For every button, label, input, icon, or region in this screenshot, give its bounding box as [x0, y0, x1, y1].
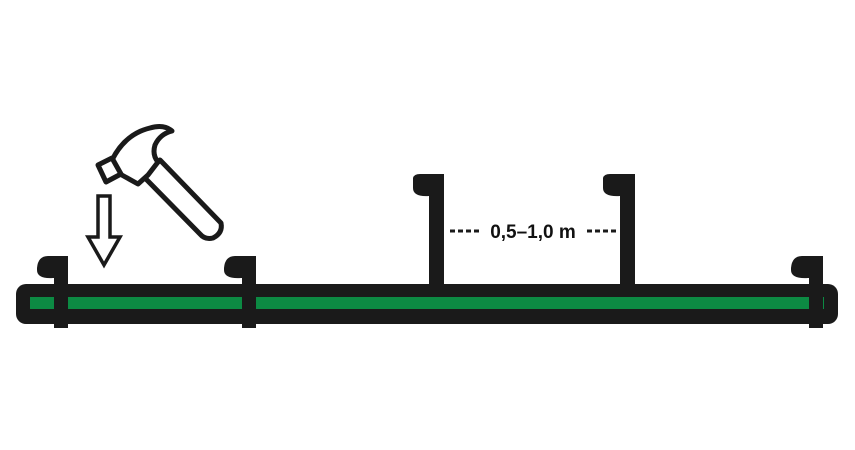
hammer-face — [95, 155, 124, 185]
short-stake-1 — [37, 256, 68, 328]
short-stake-3 — [791, 256, 823, 328]
tall-stake-right — [603, 174, 635, 288]
short-stake-2 — [224, 256, 256, 328]
arrow-down-icon — [84, 194, 124, 269]
hammer-icon — [95, 124, 224, 241]
stake-spacing-label: 0,5–1,0 m — [490, 222, 576, 243]
tall-stake-left — [413, 174, 444, 288]
edging-rail-fill — [30, 297, 824, 309]
hammer-head — [109, 124, 175, 187]
hammer-handle — [140, 157, 224, 241]
